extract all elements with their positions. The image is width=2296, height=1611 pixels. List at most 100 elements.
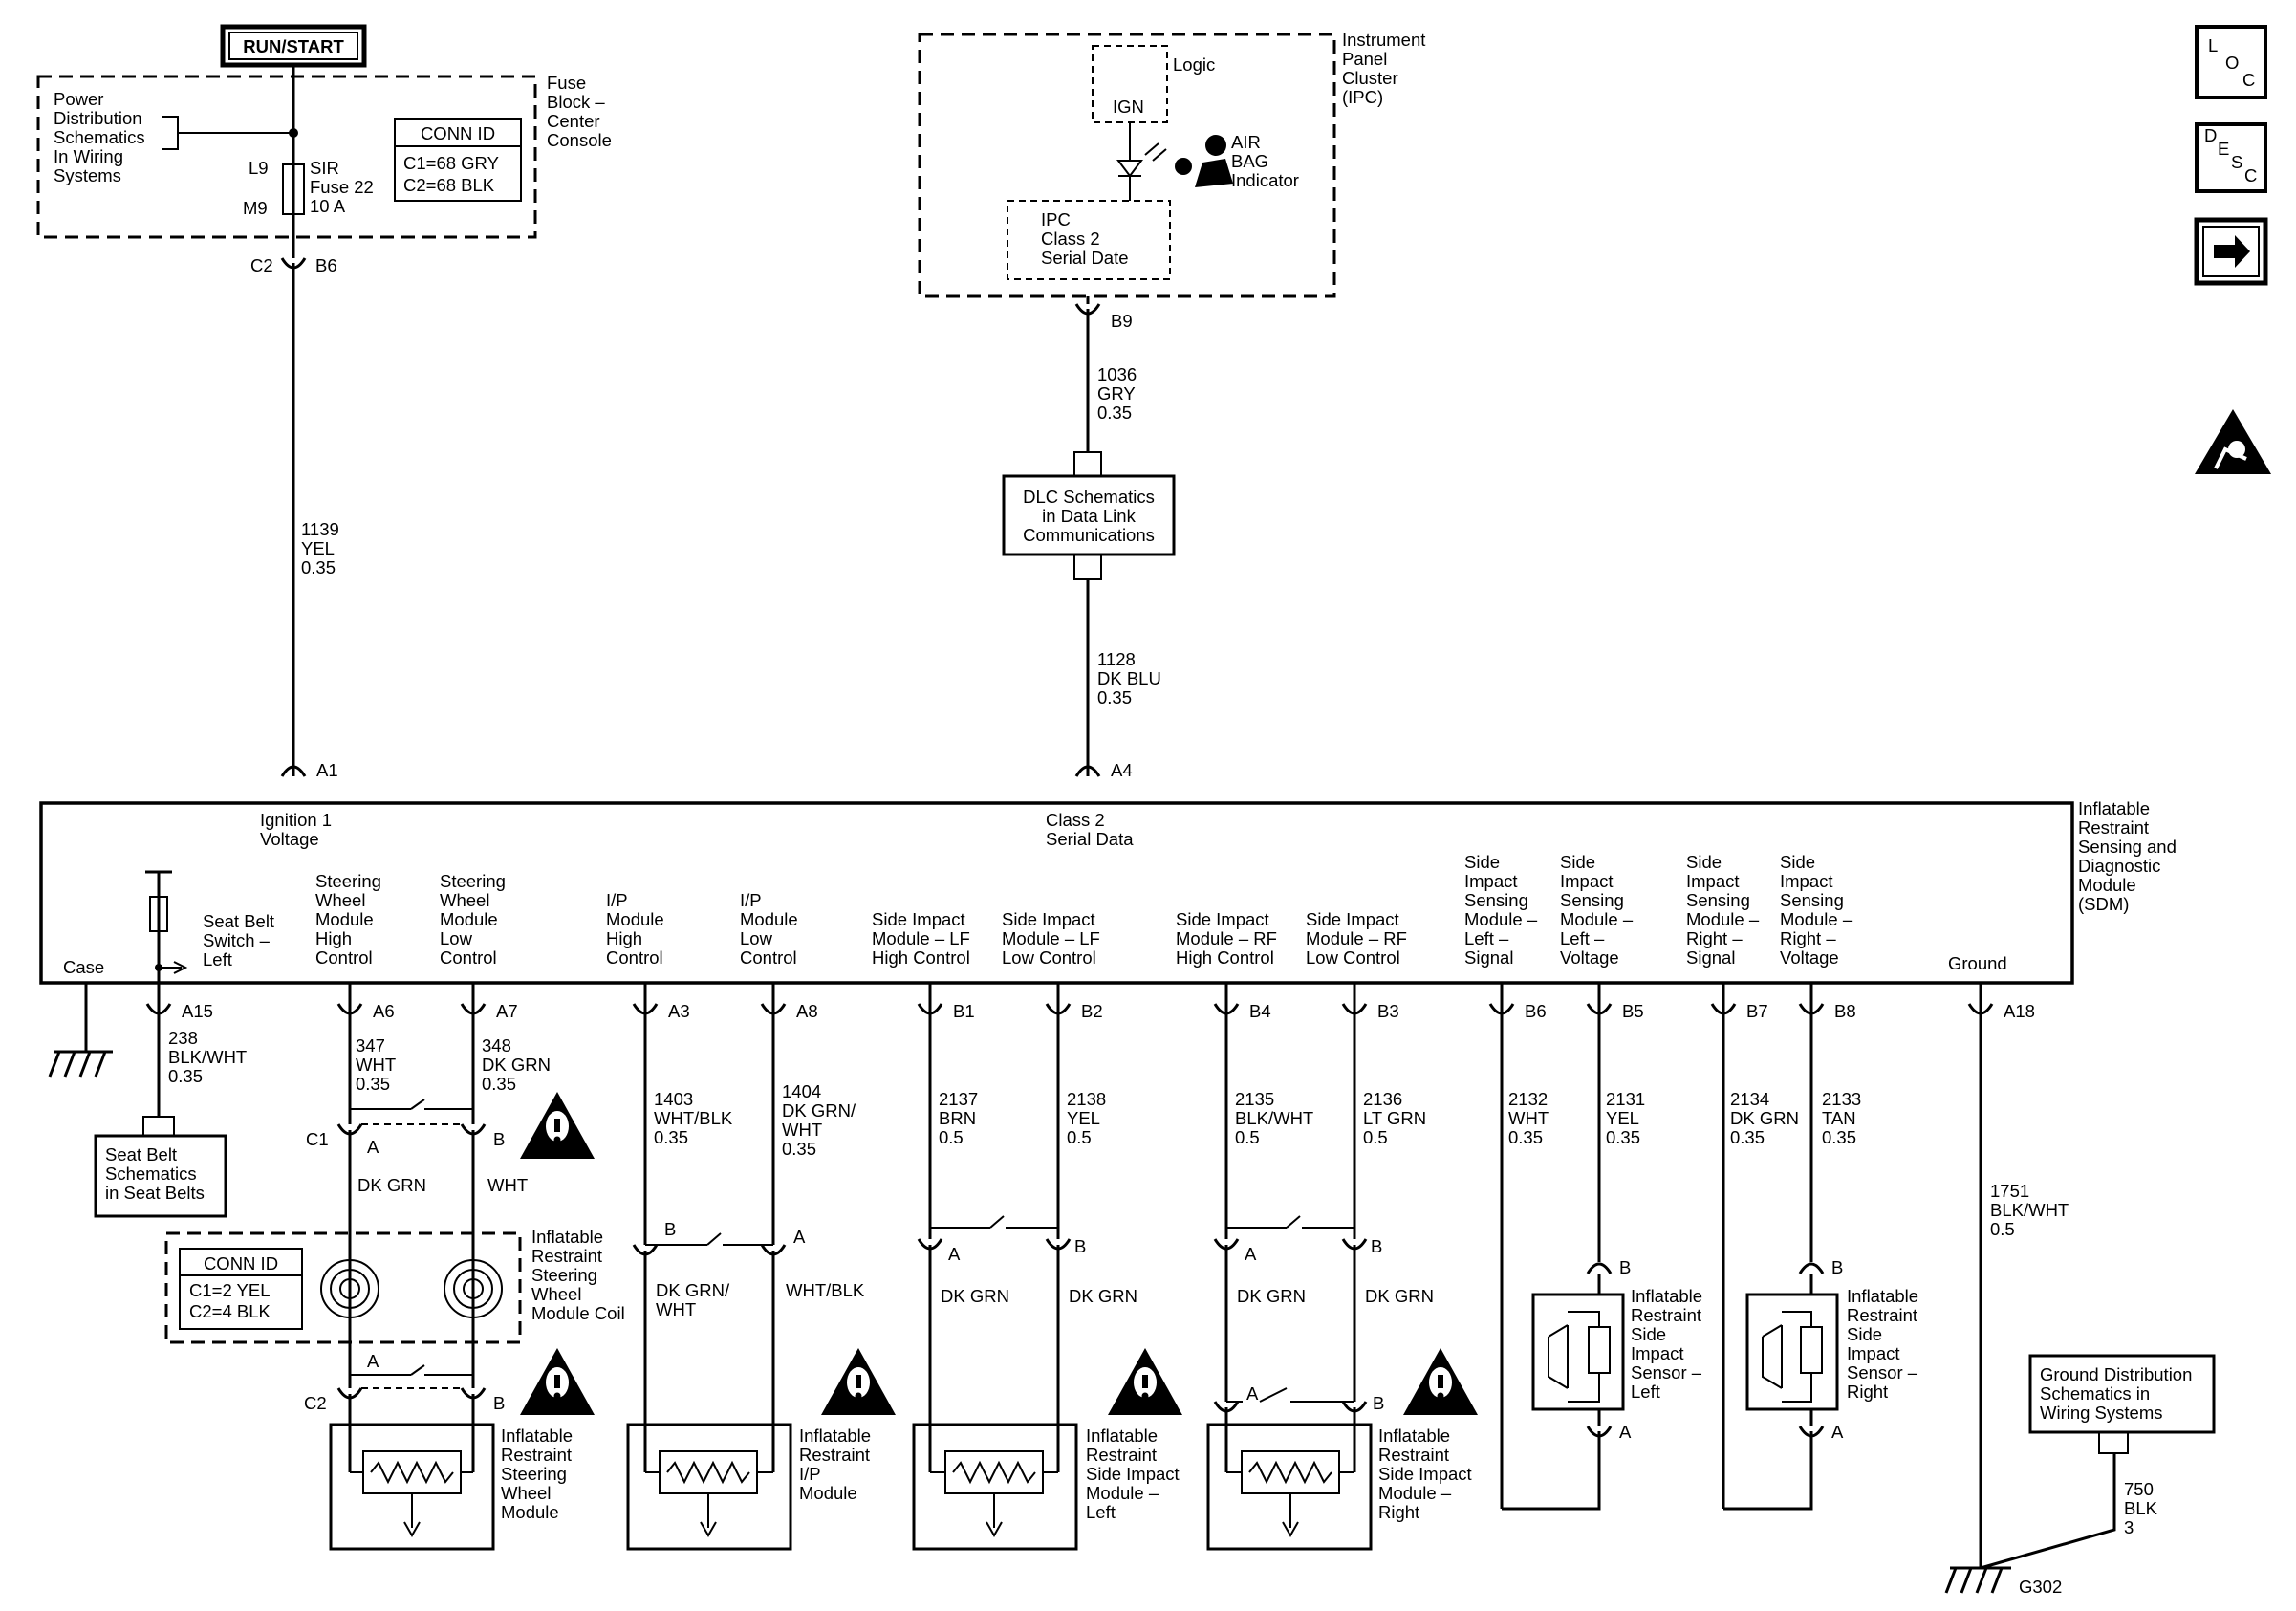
svg-text:Sensing: Sensing	[1464, 890, 1528, 910]
svg-text:B3: B3	[1377, 1001, 1399, 1021]
svg-text:10 A: 10 A	[310, 196, 346, 216]
svg-text:Power: Power	[54, 89, 103, 109]
svg-text:Control: Control	[606, 947, 663, 968]
svg-text:M9: M9	[243, 198, 268, 218]
svg-text:Sensor –: Sensor –	[1631, 1362, 1702, 1382]
svg-text:DK GRN: DK GRN	[1069, 1286, 1137, 1306]
pdist-text: Power Distribution Schematics In Wiring …	[54, 89, 145, 185]
svg-text:Class 2: Class 2	[1046, 810, 1105, 830]
svg-text:C1: C1	[306, 1129, 329, 1149]
svg-text:Module: Module	[606, 909, 664, 929]
steering-wheel-circuit: 347 WHT 0.35 348 DK GRN 0.35 C1 A B DK G…	[164, 1009, 625, 1551]
desc-button[interactable]: D E S C	[2195, 122, 2267, 193]
svg-text:Ground: Ground	[1948, 953, 2007, 973]
svg-text:C: C	[2244, 165, 2257, 185]
svg-text:Wheel: Wheel	[531, 1284, 581, 1304]
svg-text:DK GRN: DK GRN	[482, 1055, 551, 1075]
svg-text:High Control: High Control	[1176, 947, 1274, 968]
svg-text:IGN: IGN	[1113, 97, 1144, 117]
svg-text:1036: 1036	[1097, 364, 1137, 384]
svg-text:Wheel: Wheel	[440, 890, 489, 910]
power-section: RUN/START Power Distribution Schematics …	[36, 24, 612, 780]
svg-text:Module –: Module –	[1686, 909, 1760, 929]
svg-text:I/P: I/P	[606, 890, 628, 910]
svg-text:Left –: Left –	[1560, 928, 1605, 948]
svg-text:Steering: Steering	[501, 1464, 567, 1484]
svg-text:0.35: 0.35	[654, 1127, 688, 1147]
svg-text:Impact: Impact	[1847, 1343, 1900, 1363]
svg-text:Impact: Impact	[1631, 1343, 1684, 1363]
svg-text:A3: A3	[668, 1001, 690, 1021]
svg-text:Side: Side	[1847, 1324, 1882, 1344]
svg-text:Control: Control	[315, 947, 373, 968]
svg-text:A: A	[948, 1244, 961, 1264]
svg-text:0.35: 0.35	[782, 1139, 816, 1159]
svg-text:WHT: WHT	[1508, 1108, 1549, 1128]
svg-text:B: B	[1831, 1257, 1843, 1277]
svg-text:CONN ID: CONN ID	[421, 123, 495, 143]
svg-text:Fuse 22: Fuse 22	[310, 177, 374, 197]
svg-text:A8: A8	[796, 1001, 818, 1021]
svg-text:Indicator: Indicator	[1231, 170, 1299, 190]
seatbelt-circuit: 238 BLK/WHT 0.35 Seat Belt Schematics in…	[94, 1009, 247, 1218]
svg-text:Sensing and: Sensing and	[2078, 837, 2177, 857]
svg-text:YEL: YEL	[1067, 1108, 1100, 1128]
svg-text:B7: B7	[1746, 1001, 1768, 1021]
svg-text:Module: Module	[2078, 875, 2136, 895]
svg-text:Impact: Impact	[1560, 871, 1614, 891]
svg-text:Restraint: Restraint	[1631, 1305, 1701, 1325]
svg-text:DK GRN: DK GRN	[1365, 1286, 1434, 1306]
svg-text:IPC: IPC	[1041, 209, 1071, 229]
conn-id-box	[394, 118, 522, 202]
svg-text:Switch –: Switch –	[203, 930, 271, 950]
svg-text:A15: A15	[182, 1001, 213, 1021]
svg-text:1403: 1403	[654, 1089, 693, 1109]
svg-text:L: L	[2208, 35, 2218, 55]
arrow-right-icon[interactable]	[2194, 217, 2268, 286]
svg-text:Diagnostic: Diagnostic	[2078, 856, 2160, 876]
svg-text:Voltage: Voltage	[1780, 947, 1839, 968]
svg-text:A18: A18	[2004, 1001, 2035, 1021]
svg-text:I/P: I/P	[799, 1464, 821, 1484]
svg-text:2134: 2134	[1730, 1089, 1769, 1109]
svg-text:Left: Left	[1086, 1502, 1116, 1522]
svg-text:A: A	[1245, 1244, 1257, 1264]
svg-text:WHT: WHT	[782, 1120, 822, 1140]
svg-text:Module: Module	[740, 909, 798, 929]
svg-text:Schematics: Schematics	[105, 1164, 197, 1184]
svg-text:YEL: YEL	[1606, 1108, 1639, 1128]
svg-text:Wiring Systems: Wiring Systems	[2040, 1403, 2163, 1423]
svg-text:Module –: Module –	[1464, 909, 1538, 929]
svg-text:Low: Low	[740, 928, 773, 948]
svg-text:Steering: Steering	[315, 871, 381, 891]
svg-text:2132: 2132	[1508, 1089, 1548, 1109]
svg-text:A: A	[1246, 1383, 1259, 1404]
svg-text:AIR: AIR	[1231, 132, 1261, 152]
svg-text:High: High	[315, 928, 352, 948]
coil-outline	[164, 1231, 522, 1344]
svg-text:Right: Right	[1847, 1382, 1888, 1402]
dlc-box	[1002, 474, 1176, 556]
svg-text:B: B	[493, 1393, 505, 1413]
svg-text:Ignition 1: Ignition 1	[260, 810, 332, 830]
svg-text:Console: Console	[547, 130, 612, 150]
svg-text:WHT/BLK: WHT/BLK	[786, 1280, 865, 1300]
svg-text:C2=4 BLK: C2=4 BLK	[189, 1301, 271, 1321]
coil-spiral-right	[444, 1259, 503, 1318]
svg-text:Restraint: Restraint	[1086, 1445, 1157, 1465]
svg-text:Module – RF: Module – RF	[1306, 928, 1407, 948]
svg-text:2135: 2135	[1235, 1089, 1274, 1109]
svg-text:Systems: Systems	[54, 165, 121, 185]
svg-text:C2: C2	[304, 1393, 327, 1413]
svg-text:Module –: Module –	[1086, 1483, 1159, 1503]
svg-text:Left: Left	[1631, 1382, 1660, 1402]
svg-text:S: S	[2231, 152, 2242, 172]
loc-button[interactable]: L O C	[2195, 25, 2267, 99]
svg-text:TAN: TAN	[1822, 1108, 1856, 1128]
svg-text:DK GRN: DK GRN	[941, 1286, 1009, 1306]
svg-text:(SDM): (SDM)	[2078, 894, 2129, 914]
svg-text:0.35: 0.35	[168, 1066, 203, 1086]
svg-text:B: B	[1619, 1257, 1631, 1277]
